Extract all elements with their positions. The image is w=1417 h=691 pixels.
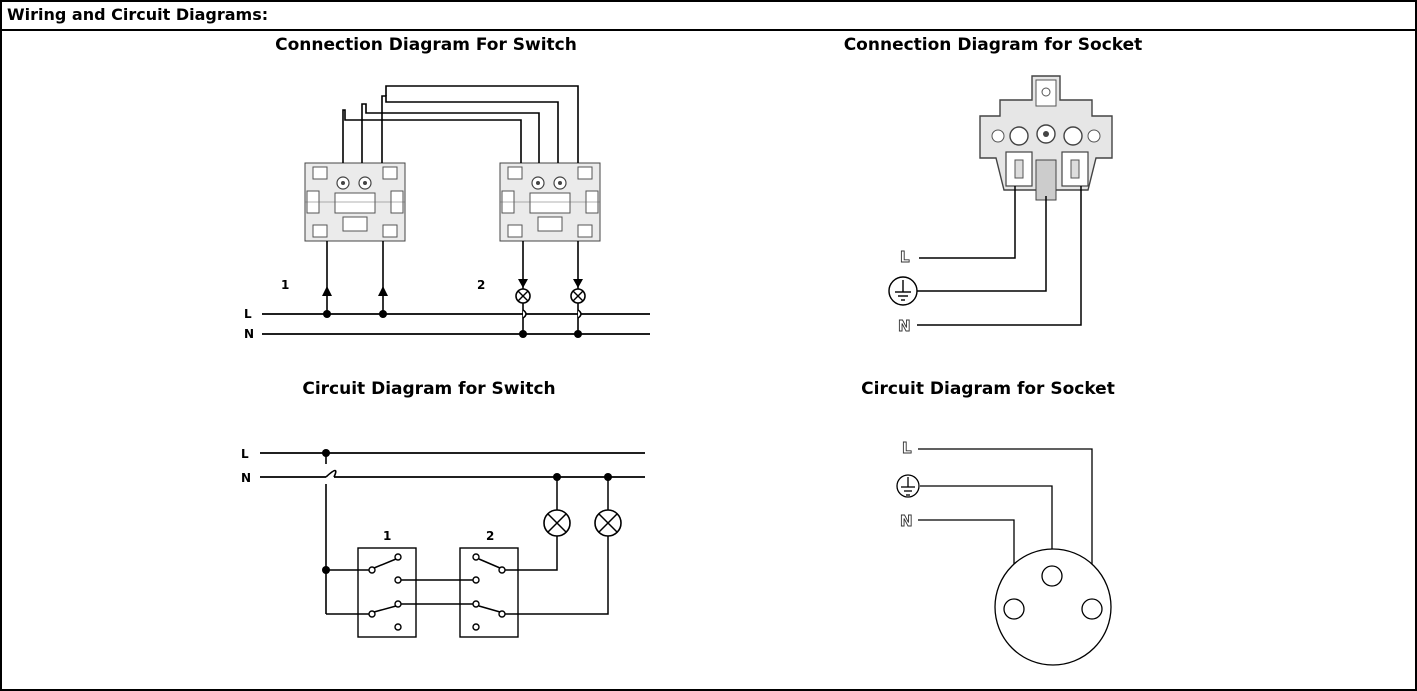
- switch-2-label: 2: [486, 529, 494, 543]
- neutral-label: N: [898, 317, 911, 335]
- switch-1-label: 1: [281, 278, 289, 292]
- connection-socket-diagram: L N: [888, 75, 1113, 335]
- socket-face-icon: [994, 548, 1112, 666]
- arrow-icon: [573, 279, 583, 288]
- switch-1-label: 1: [383, 529, 391, 543]
- arrow-icon: [322, 286, 332, 296]
- circuit-socket-title: Circuit Diagram for Socket: [861, 379, 1115, 399]
- neutral-label: N: [900, 512, 913, 530]
- line-label: L: [900, 248, 910, 266]
- connection-switch-title: Connection Diagram For Switch: [275, 35, 577, 55]
- switch-2-label: 2: [477, 278, 485, 292]
- socket-device: [979, 75, 1113, 201]
- lamp-1-icon: [515, 288, 531, 304]
- neutral-label: N: [241, 471, 251, 485]
- circuit-socket-diagram: L N: [896, 439, 1112, 666]
- connection-socket-title: Connection Diagram for Socket: [843, 35, 1143, 55]
- earth-icon: [888, 276, 918, 306]
- line-label: L: [241, 447, 249, 461]
- line-label: L: [902, 439, 912, 457]
- switch-2-device: [499, 162, 601, 242]
- arrow-icon: [518, 279, 528, 288]
- lamp-1-icon: [543, 509, 571, 537]
- earth-icon: [896, 474, 920, 498]
- arrow-icon: [378, 286, 388, 296]
- page-title: Wiring and Circuit Diagrams:: [7, 5, 269, 24]
- switch-1-box: [357, 547, 417, 638]
- line-label: L: [244, 307, 252, 321]
- circuit-switch-diagram: L N 1 2: [241, 447, 645, 638]
- switch-2-box: [459, 547, 519, 638]
- neutral-label: N: [244, 327, 254, 341]
- switch-1-device: [304, 162, 406, 242]
- circuit-switch-title: Circuit Diagram for Switch: [302, 379, 556, 399]
- connection-switch-diagram: L N 1 2: [244, 85, 650, 341]
- lamp-2-icon: [570, 288, 586, 304]
- lamp-2-icon: [594, 509, 622, 537]
- header-bar: Wiring and Circuit Diagrams:: [2, 2, 1415, 31]
